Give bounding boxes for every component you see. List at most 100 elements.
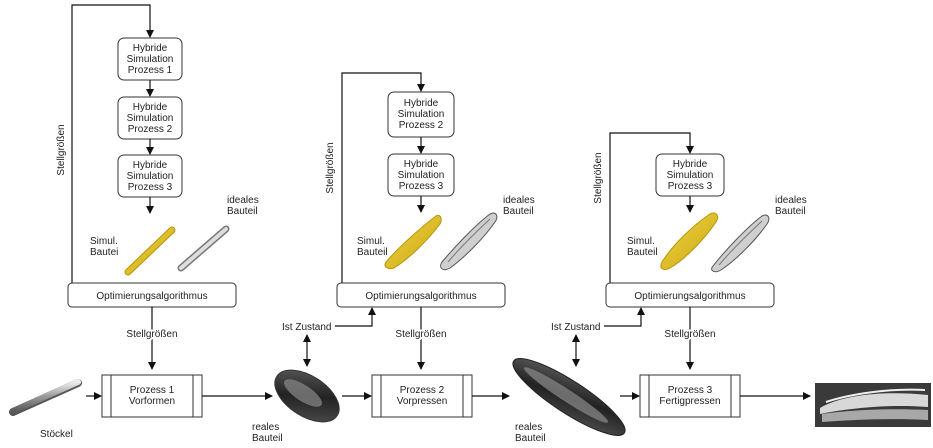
text-line: Simulation	[127, 171, 174, 182]
text-line: Prozess 3	[399, 181, 444, 192]
text-line: Prozess 3	[668, 385, 713, 396]
simul-label-3: Simul.Bauteil	[627, 236, 658, 258]
ideal-part-image-3	[711, 214, 770, 273]
ideal-part-image-1	[177, 225, 230, 272]
text-line: Hybride	[404, 159, 439, 170]
text-line: Bauteil	[515, 433, 546, 444]
text-line: Fertigpressen	[659, 396, 720, 407]
text-line: Simul.	[357, 236, 385, 247]
final-part-image	[815, 383, 931, 427]
input-label: Stöckel	[40, 429, 73, 440]
text-line: Hybride	[404, 98, 439, 109]
ist-label-2: Ist Zustand	[282, 322, 331, 333]
feedback-label-2: Stellgrößen	[325, 142, 336, 193]
output-label-2: Stellgrößen	[395, 329, 446, 340]
text-line: Hybride	[673, 159, 708, 170]
text-line: Prozess 2	[399, 120, 444, 131]
input-part-image	[9, 379, 82, 416]
text-line: Vorpressen	[397, 396, 448, 407]
text-line: Bauteil	[252, 433, 283, 444]
text-line: Bauteil	[227, 206, 258, 217]
text-line: Simulation	[398, 170, 445, 181]
text-line: Prozess 2	[128, 124, 173, 135]
text-line: Bauteil	[503, 206, 534, 217]
text-line: reales	[515, 422, 542, 433]
arrow	[335, 307, 376, 327]
feedback-line-2	[341, 72, 425, 283]
text-line: Prozess 3	[668, 181, 713, 192]
simulated-part-image-3	[660, 212, 719, 271]
optimizer-box-1[interactable]: Optimierungsalgorithmus	[67, 282, 237, 308]
text-line: Bauteil	[357, 247, 388, 258]
real-part-image-2	[512, 358, 626, 436]
simul-label-1: Simul.Bautei	[90, 236, 118, 258]
text-line: Simulation	[667, 170, 714, 181]
text-line: Simulation	[398, 109, 445, 120]
text-line: Hybride	[133, 160, 168, 171]
optimizer-box-2[interactable]: Optimierungsalgorithmus	[336, 282, 506, 308]
text-line: Bautei	[90, 247, 118, 258]
output-label-1: Stellgrößen	[126, 329, 177, 340]
feedback-label-3: Stellgrößen	[593, 152, 604, 203]
text-line: Simul.	[90, 236, 118, 247]
text-line: Vorformen	[129, 396, 175, 407]
text-line: Hybride	[133, 102, 168, 113]
svg-text:Optimierungsalgorithmus: Optimierungsalgorithmus	[96, 291, 207, 302]
text-line: Prozess 1	[128, 65, 173, 76]
svg-text:Optimierungsalgorithmus: Optimierungsalgorithmus	[634, 291, 745, 302]
feedback-line-3	[609, 132, 694, 283]
text-line: Prozess 2	[400, 385, 445, 396]
ideal-part-image-2	[440, 212, 498, 271]
text-line: Simul.	[627, 236, 655, 247]
text-line: Simulation	[127, 113, 174, 124]
simulated-part-image-1	[124, 226, 176, 276]
svg-text:Optimierungsalgorithmus: Optimierungsalgorithmus	[365, 291, 476, 302]
ist-label-3: Ist Zustand	[551, 322, 600, 333]
text-line: Hybride	[133, 43, 168, 54]
output-label-3: Stellgrößen	[664, 329, 715, 340]
text-line: Prozess 1	[130, 385, 175, 396]
text-line: Bauteil	[775, 206, 806, 217]
text-line: Prozess 3	[128, 182, 173, 193]
text-line: Simulation	[127, 54, 174, 65]
optimizer-box-3[interactable]: Optimierungsalgorithmus	[605, 282, 775, 308]
text-line: ideales	[503, 195, 535, 206]
feedback-label-1: Stellgrößen	[56, 124, 67, 175]
text-line: Bauteil	[627, 247, 658, 258]
feedback-line-1	[71, 4, 154, 283]
real-part-image-1	[274, 369, 340, 423]
text-line: reales	[252, 422, 279, 433]
text-line: ideales	[775, 195, 807, 206]
arrow	[604, 307, 645, 327]
simul-label-2: Simul.Bauteil	[357, 236, 388, 258]
text-line: ideales	[227, 195, 259, 206]
simulated-part-image-2	[384, 215, 442, 270]
